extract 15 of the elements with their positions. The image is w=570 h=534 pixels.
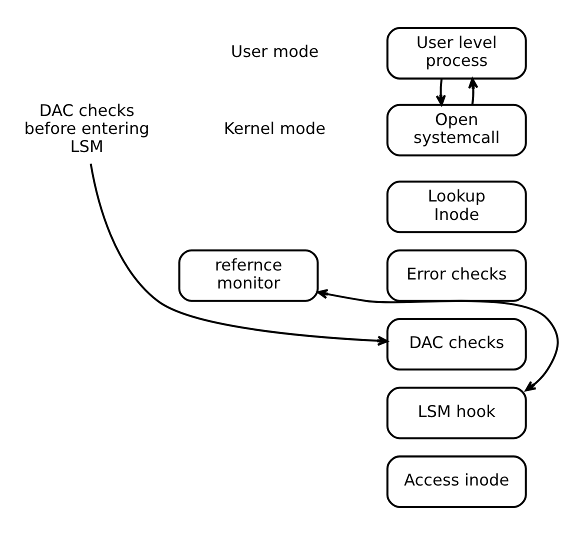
arrow [317, 288, 559, 391]
arrow [90, 163, 388, 346]
node-box: User level process [386, 26, 527, 80]
node-box: Access inode [386, 454, 527, 508]
node-box: LSM hook [386, 386, 527, 439]
arrow [436, 78, 446, 106]
arrow [468, 77, 478, 104]
node-box: Open systemcall [386, 103, 527, 156]
label: Kernel mode [224, 118, 326, 138]
node-box: Error checks [386, 248, 527, 302]
node-box: DAC checks [386, 318, 527, 370]
node-text: DAC checks before entering LSM [24, 100, 150, 156]
label: User mode [230, 42, 319, 61]
node-box: refernce monitor [178, 248, 319, 302]
node-box: Lookup Inode [386, 180, 527, 233]
